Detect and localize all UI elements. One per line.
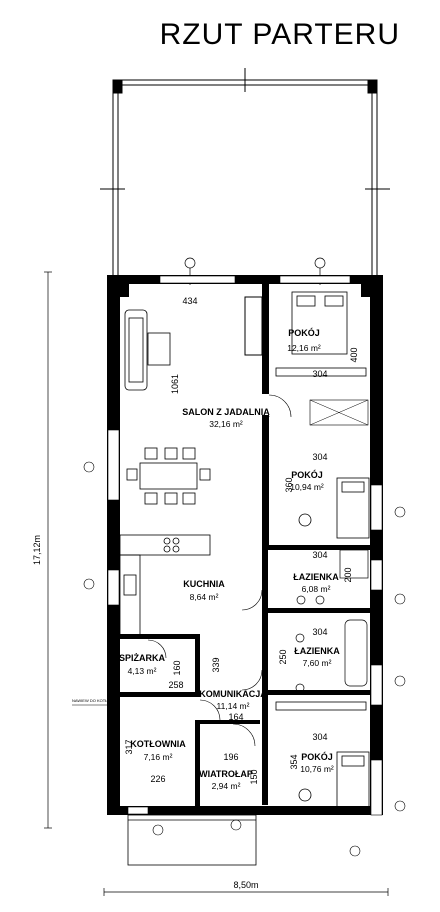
windows (107, 275, 383, 816)
dim-lazienka1-width: 304 (312, 550, 327, 560)
room-name-pokoj2: POKÓJ (291, 469, 323, 480)
page-title: RZUT PARTERU (159, 18, 400, 51)
dining-table-icon (126, 447, 211, 505)
room-area-pokoj3: 10,76 m² (300, 764, 334, 774)
room-name-wiatrolap: WIATROŁAP (199, 769, 253, 779)
overall-dimension-lines (44, 271, 389, 896)
dim-wiatrolap-width: 196 (223, 752, 238, 762)
single-bed-icon-2 (275, 701, 370, 813)
room-area-lazienka1: 6,08 m² (302, 584, 331, 594)
wardrobe (309, 399, 369, 426)
dim-lazienka1-length: 200 (343, 567, 353, 582)
room-name-lazienka1: ŁAZIENKA (293, 572, 339, 582)
dim-spizarka-length: 160 (172, 660, 182, 675)
overall-width-label: 8,50m (233, 880, 258, 890)
entrance-step (127, 814, 257, 866)
dim-kotlownia-width: 226 (150, 774, 165, 784)
dim-wiatrolap-length: 150 (249, 769, 259, 784)
overall-height-label: 17,12m (32, 535, 42, 565)
room-area-spizarka: 4,13 m² (128, 666, 157, 676)
dim-lazienka2-width: 304 (312, 627, 327, 637)
room-name-spizarka: SPIŻARKA (119, 653, 166, 663)
sofa-icon (124, 309, 171, 391)
room-area-salon: 32,16 m² (209, 419, 243, 429)
room-area-lazienka2: 7,60 m² (303, 658, 332, 668)
dim-spizarka-width: 258 (168, 680, 183, 690)
single-bed-icon (298, 477, 370, 539)
room-name-lazienka2: ŁAZIENKA (294, 646, 340, 656)
dim-pokoj1-length: 400 (349, 347, 359, 362)
dim-pokoj3-width: 304 (312, 732, 327, 742)
room-area-komunikacja: 11,14 m² (217, 701, 250, 711)
room-name-kotlownia: KOTŁOWNIA (130, 739, 186, 749)
dim-salon-width: 434 (182, 296, 197, 306)
dim-pokoj2-length: 360 (284, 477, 294, 492)
dim-salon-length: 1061 (170, 374, 180, 394)
room-name-kuchnia: KUCHNIA (183, 579, 225, 589)
room-area-pokoj2: 10,94 m² (290, 482, 324, 492)
dim-komunikacja-length: 339 (211, 657, 221, 672)
room-name-salon: SALON Z JADALNIĄ (182, 407, 270, 417)
fireplace (244, 296, 263, 356)
room-area-pokoj1: 12,16 m² (287, 343, 321, 353)
dim-lazienka2-length: 250 (278, 649, 288, 664)
air-intake-note: NAWIEW DO KOTŁOWNI (72, 698, 118, 703)
room-name-pokoj1: POKÓJ (288, 327, 320, 338)
dim-kotlownia-length: 317 (124, 739, 134, 754)
room-area-wiatrolap: 2,94 m² (212, 781, 241, 791)
room-name-komunikacja: KOMUNIKACJA (199, 689, 267, 699)
dim-komunikacja-width: 164 (228, 712, 243, 722)
interior-walls (120, 284, 370, 810)
door-swings (147, 394, 292, 747)
dim-pokoj1-width: 304 (312, 369, 327, 379)
dim-pokoj2-width: 304 (312, 452, 327, 462)
bathtub-icon (295, 619, 368, 693)
terrace (100, 68, 390, 275)
axis-markers (83, 461, 406, 857)
dim-pokoj3-length: 354 (289, 754, 299, 769)
bed-icon (275, 291, 367, 377)
room-area-kotlownia: 7,16 m² (144, 752, 173, 762)
bathroom-fixtures (296, 549, 369, 605)
room-area-kuchnia: 8,64 m² (190, 592, 219, 602)
kitchen-counter (119, 534, 211, 636)
room-name-pokoj3: POKÓJ (301, 751, 333, 762)
